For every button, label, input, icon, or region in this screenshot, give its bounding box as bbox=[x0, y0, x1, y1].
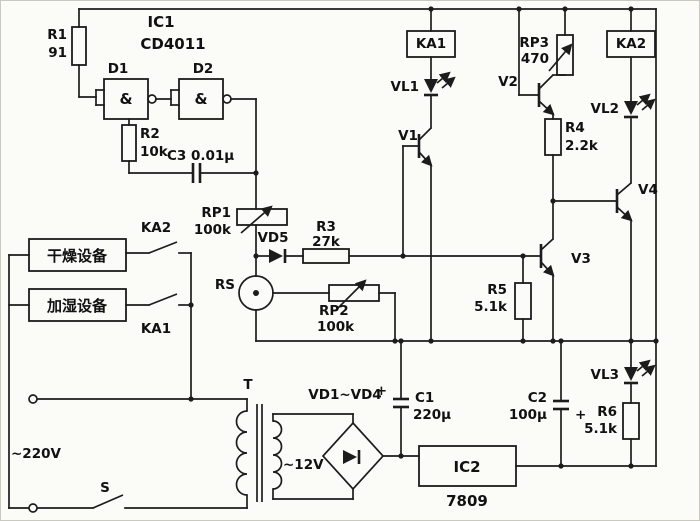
r4-value-label: 2.2k bbox=[565, 138, 599, 154]
resistor-r6: R6 5.1k bbox=[584, 402, 640, 440]
potentiometer-rp2: RP2 100k bbox=[317, 279, 380, 335]
s-switch-label: S bbox=[100, 480, 110, 496]
power-switch-s: S bbox=[92, 480, 124, 509]
c3-label: C3 0.01μ bbox=[167, 148, 234, 164]
r5-value-label: 5.1k bbox=[474, 299, 508, 315]
led-vl3: VL3 bbox=[591, 359, 656, 385]
ic1-part-label: CD4011 bbox=[140, 35, 205, 53]
r3-ref-label: R3 bbox=[316, 219, 336, 235]
transformer-t: T ~12V bbox=[235, 377, 324, 502]
r6-value-label: 5.1k bbox=[584, 421, 618, 437]
wet-equipment-label: 加湿设备 bbox=[46, 297, 108, 315]
transformer-label: T bbox=[243, 377, 253, 393]
resistor-r1: R1 91 bbox=[47, 26, 87, 66]
relay-contact-ka1: KA1 bbox=[141, 293, 178, 337]
v4-label: V4 bbox=[638, 182, 658, 198]
transistor-v2: V2 bbox=[498, 74, 555, 116]
c1-polarity-label: + bbox=[376, 383, 387, 399]
v1-label: V1 bbox=[398, 128, 418, 144]
rp3-value-label: 470 bbox=[521, 51, 549, 67]
r3-value-label: 27k bbox=[312, 234, 341, 250]
ka1-coil-label: KA1 bbox=[416, 36, 446, 52]
rp2-ref-label: RP2 bbox=[319, 303, 349, 319]
r4-ref-label: R4 bbox=[565, 120, 585, 136]
c2-value-label: 100μ bbox=[509, 407, 547, 423]
circuit-wiring bbox=[8, 8, 657, 509]
junction-dots bbox=[188, 6, 659, 469]
r2-value-label: 10k bbox=[140, 144, 169, 160]
vl3-label: VL3 bbox=[591, 367, 619, 383]
ka2-coil-label: KA2 bbox=[616, 36, 646, 52]
rs-label: RS bbox=[215, 277, 235, 293]
ka1-contact-label: KA1 bbox=[141, 321, 171, 337]
wet-equipment-box: 加湿设备 bbox=[28, 288, 127, 322]
d2-and-symbol: & bbox=[194, 90, 207, 108]
v3-label: V3 bbox=[571, 251, 591, 267]
dry-equipment-box: 干燥设备 bbox=[28, 238, 127, 272]
nand-gate-d1: D1 & bbox=[103, 61, 157, 120]
rp2-value-label: 100k bbox=[317, 319, 355, 335]
c1-ref-label: C1 bbox=[415, 390, 434, 406]
resistor-r2: R2 10k bbox=[121, 124, 169, 162]
resistor-r4: R4 2.2k bbox=[544, 118, 599, 156]
resistor-r5: R5 5.1k bbox=[474, 282, 532, 320]
d1-and-symbol: & bbox=[119, 90, 132, 108]
c1-value-label: 220μ bbox=[413, 407, 451, 423]
vd5-label: VD5 bbox=[257, 230, 288, 246]
relay-coil-ka2: KA2 bbox=[606, 30, 656, 58]
resistor-r3: R3 27k bbox=[302, 219, 350, 264]
dry-equipment-label: 干燥设备 bbox=[47, 247, 108, 265]
regulator-ic2: IC2 7809 bbox=[418, 445, 517, 510]
bridge-rectifier-vd1-vd4: VD1~VD4 bbox=[308, 387, 385, 491]
transistor-v3: V3 bbox=[539, 238, 591, 277]
d2-label: D2 bbox=[193, 61, 214, 77]
bridge-label: VD1~VD4 bbox=[308, 387, 381, 403]
vl2-label: VL2 bbox=[591, 101, 619, 117]
humidity-sensor-rs: RS bbox=[215, 275, 274, 311]
potentiometer-rp1: RP1 100k bbox=[194, 205, 288, 238]
r6-ref-label: R6 bbox=[597, 404, 617, 420]
rp1-ref-label: RP1 bbox=[201, 205, 231, 221]
r5-ref-label: R5 bbox=[487, 282, 507, 298]
transistor-v4: V4 bbox=[615, 182, 658, 222]
ic2-part-label: 7809 bbox=[446, 492, 488, 510]
secondary-voltage-label: ~12V bbox=[283, 457, 324, 473]
nand-gate-d2: D2 & bbox=[178, 61, 232, 120]
rp3-ref-label: RP3 bbox=[519, 35, 549, 51]
r1-ref-label: R1 bbox=[47, 27, 67, 43]
ka2-contact-label: KA2 bbox=[141, 220, 171, 236]
d1-label: D1 bbox=[108, 61, 129, 77]
relay-coil-ka1: KA1 bbox=[406, 30, 456, 58]
diode-vd5: VD5 bbox=[257, 230, 289, 263]
capacitor-c3: C3 0.01μ bbox=[167, 148, 234, 183]
ic1-label-group: IC1 CD4011 bbox=[140, 13, 205, 53]
capacitor-c2: C2 100μ + bbox=[509, 390, 586, 423]
rp1-value-label: 100k bbox=[194, 222, 232, 238]
r2-ref-label: R2 bbox=[140, 126, 160, 142]
r1-value-label: 91 bbox=[48, 45, 67, 61]
mains-voltage-label: ~220V bbox=[11, 446, 61, 462]
ic1-name-label: IC1 bbox=[147, 13, 174, 31]
c2-ref-label: C2 bbox=[528, 390, 547, 406]
v2-label: V2 bbox=[498, 74, 518, 90]
led-vl1: VL1 bbox=[391, 71, 456, 97]
led-vl2: VL2 bbox=[591, 93, 656, 119]
capacitor-c1: C1 220μ + bbox=[376, 383, 451, 423]
ic2-ref-label: IC2 bbox=[453, 458, 480, 476]
potentiometer-rp3: RP3 470 bbox=[519, 34, 574, 76]
vl1-label: VL1 bbox=[391, 79, 419, 95]
c2-polarity-label: + bbox=[575, 407, 586, 423]
relay-contact-ka2: KA2 bbox=[141, 220, 178, 254]
transistor-v1: V1 bbox=[398, 127, 433, 167]
mains-terminals: ~220V bbox=[11, 394, 61, 513]
